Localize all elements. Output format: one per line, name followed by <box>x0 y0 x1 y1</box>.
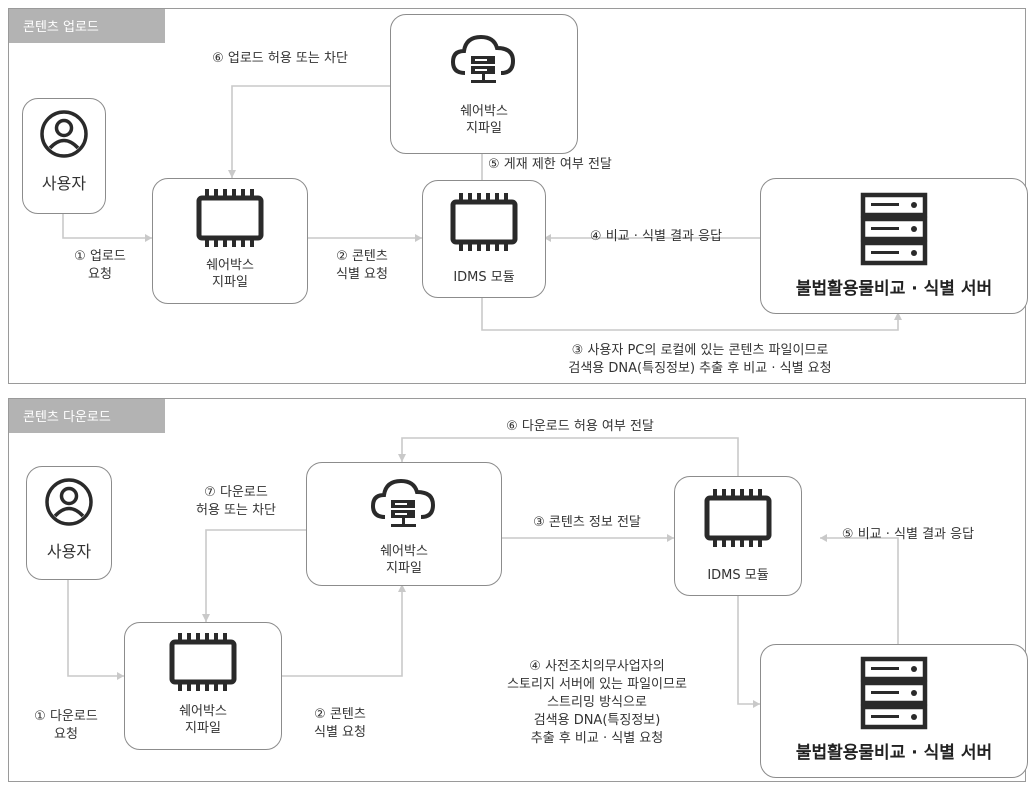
download-step6-label: ⑥ 다운로드 허용 여부 전달 <box>506 419 654 434</box>
upload-idms-box: IDMS 모듈 <box>422 180 546 298</box>
upload-sharebox-label-2: 지파일 <box>212 275 248 290</box>
upload-step4-label: ④ 비교 · 식별 결과 응답 <box>589 229 723 244</box>
download-step1-label-2: 요청 <box>54 727 78 742</box>
download-step4-label-5: 추출 후 비교 · 식별 요청 <box>530 731 664 746</box>
download-user-label: 사용자 <box>46 542 92 561</box>
upload-step2-label-2: 식별 요청 <box>336 267 388 282</box>
download-server-label: 불법활용물비교 · 식별 서버 <box>795 743 993 763</box>
download-section-title: 콘텐츠 다운로드 <box>9 399 165 433</box>
arrow-upload-step3 <box>481 296 899 331</box>
download-step7-label-1: ⑦ 다운로드 <box>204 485 268 500</box>
download-step4-label-3: 스트리밍 방식으로 <box>547 695 647 710</box>
arrow-download-step6 <box>401 437 739 476</box>
download-step7-label-2: 허용 또는 차단 <box>195 503 277 518</box>
download-idms-box: IDMS 모듈 <box>674 476 802 596</box>
download-sharebox-label-2: 지파일 <box>185 721 221 736</box>
upload-step1-label-2: 요청 <box>88 267 112 282</box>
chip-icon <box>704 489 772 547</box>
download-step2-label-1: ② 콘텐츠 <box>314 707 366 722</box>
upload-step3-label-2: 검색용 DNA(특징정보) 추출 후 비교 · 식별 요청 <box>568 361 832 376</box>
download-cloud-label-2: 지파일 <box>386 561 422 576</box>
arrow-upload-step1 <box>62 212 152 239</box>
download-cloud-label-1: 쉐어박스 <box>380 544 428 559</box>
upload-step6-label: ⑥ 업로드 허용 또는 차단 <box>212 51 348 66</box>
download-step4-label-2: 스토리지 서버에 있는 파일이므로 <box>507 677 687 692</box>
arrow-download-step5 <box>820 537 899 644</box>
download-sharebox-label-1: 쉐어박스 <box>179 704 227 719</box>
user-icon <box>40 110 88 158</box>
upload-cloud-label-2: 지파일 <box>466 121 502 136</box>
arrow-download-step4 <box>737 594 760 705</box>
arrow-download-step2 <box>280 584 403 677</box>
server-rack-icon <box>860 656 928 730</box>
download-step3-label: ③ 콘텐츠 정보 전달 <box>533 515 641 530</box>
upload-cloud-label-1: 쉐어박스 <box>460 104 508 119</box>
download-step2-label-2: 식별 요청 <box>314 725 366 740</box>
arrow-download-step1 <box>67 578 124 677</box>
upload-step5-label: ⑤ 게재 제한 여부 전달 <box>488 157 612 172</box>
upload-sharebox-box: 쉐어박스 지파일 <box>152 178 308 304</box>
download-step1-label-1: ① 다운로드 <box>34 709 98 724</box>
cloud-server-icon <box>450 34 516 83</box>
upload-step3-label-1: ③ 사용자 PC의 로컬에 있는 콘텐츠 파일이므로 <box>571 343 829 358</box>
upload-sharebox-label-1: 쉐어박스 <box>206 258 254 273</box>
download-idms-label: IDMS 모듈 <box>707 568 769 583</box>
chip-icon <box>169 633 237 691</box>
download-cloud-box: 쉐어박스 지파일 <box>306 462 502 586</box>
server-rack-icon <box>860 192 928 266</box>
arrow-upload-step6 <box>231 85 390 178</box>
upload-user-label: 사용자 <box>41 174 87 193</box>
download-user-box: 사용자 <box>26 466 112 580</box>
user-icon <box>45 478 93 526</box>
upload-user-box: 사용자 <box>22 98 106 214</box>
upload-server-label: 불법활용물비교 · 식별 서버 <box>795 279 993 299</box>
download-step4-label-4: 검색용 DNA(특징정보) <box>533 713 661 728</box>
cloud-server-icon <box>370 478 436 527</box>
upload-server-box: 불법활용물비교 · 식별 서버 <box>760 178 1028 314</box>
download-server-box: 불법활용물비교 · 식별 서버 <box>760 644 1028 778</box>
upload-step2-label-1: ② 콘텐츠 <box>336 249 388 264</box>
upload-section-title: 콘텐츠 업로드 <box>9 9 165 43</box>
chip-icon <box>196 189 264 247</box>
download-sharebox-box: 쉐어박스 지파일 <box>124 622 282 750</box>
download-step5-label: ⑤ 비교 · 식별 결과 응답 <box>841 527 975 542</box>
chip-icon <box>450 193 518 251</box>
download-step4-label-1: ④ 사전조치의무사업자의 <box>529 659 665 674</box>
upload-step1-label-1: ① 업로드 <box>74 249 126 264</box>
upload-idms-label: IDMS 모듈 <box>453 270 515 285</box>
upload-cloud-box: 쉐어박스 지파일 <box>390 14 578 154</box>
arrow-download-step7 <box>205 529 306 622</box>
